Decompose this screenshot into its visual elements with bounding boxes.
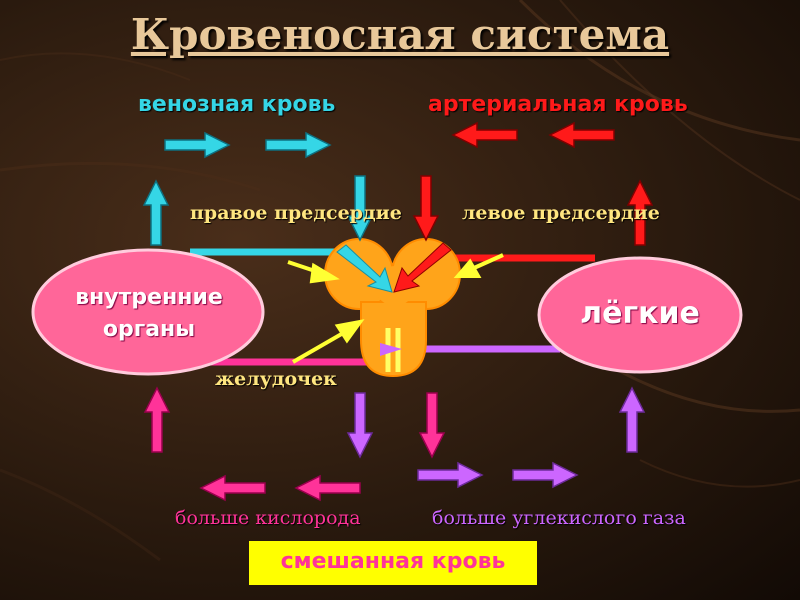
internal-organs-shape <box>31 248 265 376</box>
heart-ventricle <box>360 301 427 378</box>
right-atrium-label: правое предсердие <box>190 202 402 224</box>
legend-arterial: артериальная кровь <box>428 92 688 117</box>
arterial-arrow-left <box>549 122 615 148</box>
venous-inflow-arrow <box>336 244 393 293</box>
venous-arrow-up <box>143 180 169 246</box>
lungs-shape <box>537 256 743 374</box>
internal-organs-label: внутренние органы <box>75 285 223 342</box>
lungs-label: лёгкие <box>580 296 700 331</box>
co2-arrow-right <box>417 462 483 488</box>
legend-venous: венозная кровь <box>138 92 336 117</box>
ventricle-label: желудочек <box>215 368 337 390</box>
oxygen-arrow-left <box>295 475 361 501</box>
arterial-arrow-down <box>413 175 439 241</box>
co2-arrow-up <box>619 387 645 453</box>
right-atrium-pointer <box>287 260 340 284</box>
left-atrium-pointer <box>453 253 504 278</box>
oxygen-arrow-left <box>200 475 266 501</box>
ventricle-pointer <box>292 319 365 364</box>
venous-arrow-right <box>265 132 331 158</box>
left-atrium-label: левое предсердие <box>462 202 660 224</box>
legend-more-oxygen: больше кислорода <box>175 507 361 529</box>
co2-arrow-down <box>347 392 373 458</box>
page-title: Кровеносная система <box>130 10 670 59</box>
ventricle-outflow-arrow <box>380 343 402 356</box>
venous-arrow-right <box>164 132 230 158</box>
co2-arrow-right <box>512 462 578 488</box>
oxygen-arrow-up <box>144 387 170 453</box>
arterial-inflow-arrow <box>393 242 452 293</box>
legend-mixed: смешанная кровь <box>280 549 506 574</box>
legend-more-co2: больше углекислого газа <box>432 507 686 529</box>
arterial-arrow-left <box>452 122 518 148</box>
mixed-blood-box: смешанная кровь <box>249 541 537 585</box>
heart <box>324 238 461 378</box>
oxygen-arrow-down <box>419 392 445 458</box>
